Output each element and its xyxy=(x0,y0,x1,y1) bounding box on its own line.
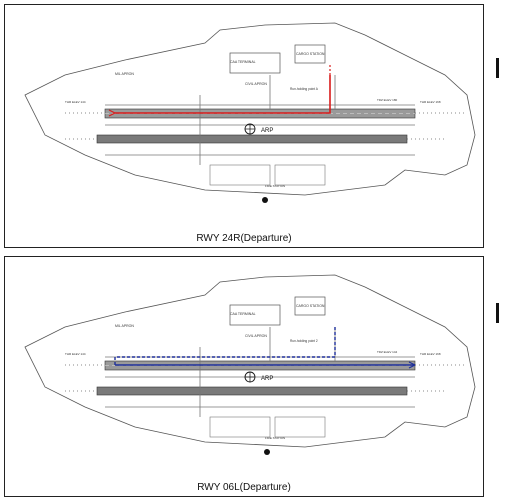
thr-left-label: THR ELEV 144 xyxy=(65,352,86,356)
terminal-label: CAA TERMINAL xyxy=(230,312,256,316)
holding-point-label: Run-holding point A xyxy=(290,87,319,91)
marker-bar-top xyxy=(496,58,499,78)
runway-parallel xyxy=(96,134,408,144)
airport-diagram-panel-06l: ARP CAA TERMINAL CARGO STATION CIVIL APR… xyxy=(4,256,484,480)
cargo-building xyxy=(294,44,326,64)
mil-apron-label: MIL APRON xyxy=(115,324,134,328)
terminal-building xyxy=(229,52,281,74)
thr-right-label: THR ELEV 168 xyxy=(420,100,441,104)
fire-station-label: FIRE STATION xyxy=(265,436,285,440)
airport-diagram-24r: ARP CAA TERMINAL CARGO STATION CIVIL APR… xyxy=(24,22,476,203)
airport-boundary xyxy=(24,274,476,448)
holding-point-label: Run-holding point 2 xyxy=(290,339,318,343)
arp-label: ARP xyxy=(261,376,273,382)
tdz-label: TDZ ELEV 180 xyxy=(377,98,398,102)
north-marker-icon xyxy=(264,449,270,455)
cargo-building xyxy=(294,296,326,316)
mil-apron-label: MIL APRON xyxy=(115,72,134,76)
cargo-label: CARGO STATION xyxy=(296,304,325,308)
civil-apron-label: CIVIL APRON xyxy=(245,82,267,86)
departure-route xyxy=(115,75,331,114)
airport-boundary xyxy=(24,22,476,196)
tdz-label: TDZ ELEV 144 xyxy=(377,350,398,354)
civil-apron-label: CIVIL APRON xyxy=(245,334,267,338)
route-arrow-icon xyxy=(408,361,416,369)
airport-diagram-panel-24r: ARP CAA TERMINAL CARGO STATION CIVIL APR… xyxy=(4,4,484,232)
marker-bar-bottom xyxy=(496,303,499,323)
thr-right-label: THR ELEV 168 xyxy=(420,352,441,356)
caption-06l: RWY 06L(Departure) xyxy=(4,479,484,497)
cargo-label: CARGO STATION xyxy=(296,52,325,56)
thr-left-label: THR ELEV 144 xyxy=(65,100,86,104)
route-arrow-icon xyxy=(108,109,116,117)
airport-diagram-06l: ARP CAA TERMINAL CARGO STATION CIVIL APR… xyxy=(24,274,476,455)
terminal-building xyxy=(229,304,281,326)
arp-label: ARP xyxy=(261,128,273,134)
runway-parallel xyxy=(96,386,408,396)
fire-station-label: FIRE STATION xyxy=(265,184,285,188)
terminal-label: CAA TERMINAL xyxy=(230,60,256,64)
taxi-route xyxy=(114,327,336,365)
north-marker-icon xyxy=(262,197,268,203)
caption-24r: RWY 24R(Departure) xyxy=(4,231,484,248)
